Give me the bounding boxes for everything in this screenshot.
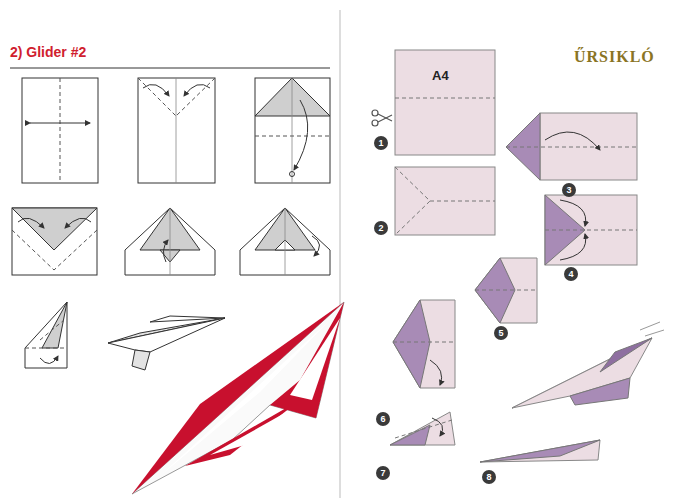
callout-number: 7 bbox=[376, 466, 390, 480]
callout-number: 8 bbox=[482, 470, 496, 484]
callout-number: 1 bbox=[374, 136, 388, 150]
brand-title: ŰRSIKLÓ bbox=[574, 48, 655, 66]
callout-number: 2 bbox=[374, 221, 388, 235]
callout-number: 3 bbox=[562, 183, 576, 197]
paper-size: A4 bbox=[432, 68, 449, 83]
panel-title: 2) Glider #2 bbox=[10, 44, 86, 60]
callout-number: 4 bbox=[564, 267, 578, 281]
callout-number: 5 bbox=[494, 326, 508, 340]
callout-number: 6 bbox=[376, 412, 390, 426]
